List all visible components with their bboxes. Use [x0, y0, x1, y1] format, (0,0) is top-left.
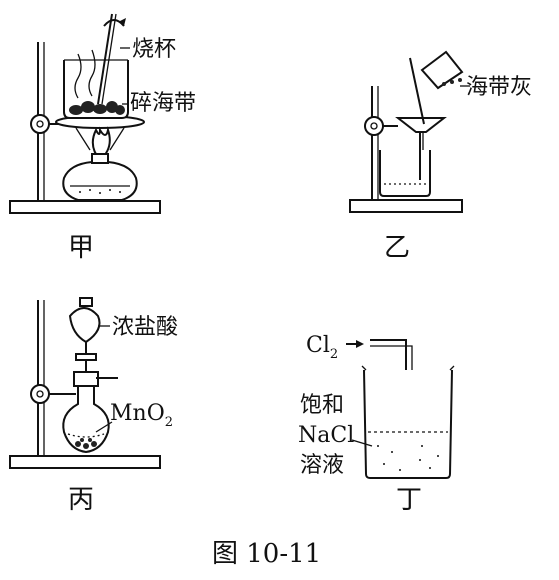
figure-caption: 图 10-11: [212, 539, 321, 569]
ding-label-gas: Cl2: [306, 333, 338, 362]
panel-bing: 浓盐酸 MnO2 丙: [9, 297, 178, 515]
yi-beaker: [379, 150, 431, 197]
bing-mno2-solid: [75, 438, 97, 449]
yi-crucible: [420, 50, 464, 90]
bing-panel-name: 丙: [68, 485, 94, 515]
bing-label-mno2: MnO2: [110, 401, 173, 430]
yi-label-ash: 海带灰: [466, 75, 532, 100]
bing-label-mno2-sub: 2: [165, 415, 173, 430]
ding-beaker: [363, 369, 453, 479]
yi-funnel: [395, 117, 447, 133]
ding-label-gas-sub: 2: [330, 347, 338, 362]
jia-glass-rod: [97, 13, 113, 105]
jia-panel-name: 甲: [68, 233, 94, 263]
jia-label-kelp: 碎海带: [130, 91, 196, 116]
panel-jia: 烧杯 碎海带 甲: [9, 13, 196, 263]
yi-stand-base: [349, 199, 463, 213]
yi-clamp: [364, 116, 384, 136]
jia-flame: [91, 126, 111, 162]
yi-glass-rod: [409, 57, 425, 125]
bing-stopcock: [75, 353, 97, 361]
panel-yi: 海带灰 乙: [349, 50, 532, 263]
ding-label-solution-line2: NaCl: [298, 423, 354, 448]
bing-clamp: [30, 384, 50, 404]
yi-panel-name: 乙: [384, 233, 410, 263]
bing-flask: [62, 385, 110, 454]
bing-label-acid: 浓盐酸: [112, 315, 178, 340]
bing-stand-base: [9, 455, 161, 469]
ding-label-solution-line3: 溶液: [300, 453, 344, 478]
bing-separatory-funnel: [68, 307, 101, 344]
bing-stopper: [73, 371, 99, 387]
jia-label-beaker: 烧杯: [132, 37, 176, 62]
ding-panel-name: 丁: [396, 485, 422, 515]
bing-label-mno2-main: MnO: [110, 401, 165, 426]
jia-kelp-pieces: [69, 101, 125, 115]
jia-alcohol-lamp: [62, 161, 138, 201]
jia-stand-base: [9, 200, 161, 214]
ding-label-solution-line1: 饱和: [300, 393, 344, 418]
ding-label-gas-main: Cl: [306, 333, 330, 358]
panel-ding: Cl2 饱和 NaCl 溶液 丁: [298, 333, 455, 515]
jia-clamp: [30, 114, 50, 134]
